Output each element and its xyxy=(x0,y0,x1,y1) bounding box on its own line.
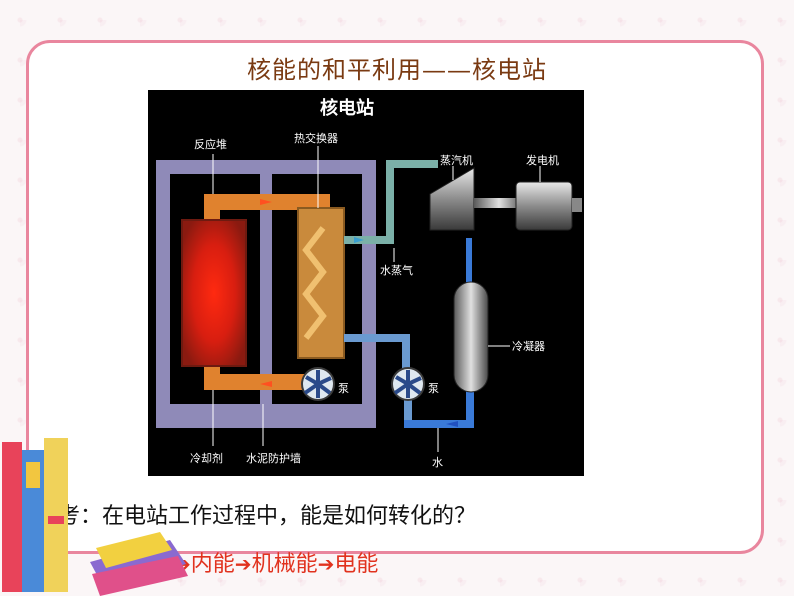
label-generator: 发电机 xyxy=(526,153,559,167)
nuclear-plant-diagram: 核电站 xyxy=(148,90,584,476)
arrow-right-icon: ➔ xyxy=(234,552,252,576)
label-pump-left: 泵 xyxy=(338,382,349,395)
heat-exchanger xyxy=(297,207,345,359)
steam-pipe xyxy=(344,160,438,244)
label-turbine: 蒸汽机 xyxy=(440,153,473,167)
energy-step-mechanical: 机械能 xyxy=(251,552,318,577)
label-pump-right: 泵 xyxy=(428,382,439,395)
question-text: 思考：在电站工作过程中，能是如何转化的？ xyxy=(36,504,477,529)
label-water: 水 xyxy=(432,456,443,469)
generator xyxy=(515,181,582,231)
reactor xyxy=(181,219,247,367)
label-reactor: 反应堆 xyxy=(194,137,227,151)
energy-step-internal: 内能 xyxy=(190,552,235,577)
label-heat-exchanger: 热交换器 xyxy=(294,131,338,145)
label-wall: 水泥防护墙 xyxy=(246,451,301,465)
flow-arrow-left xyxy=(260,381,272,387)
energy-step-electrical: 电能 xyxy=(334,552,379,577)
steam-turbine xyxy=(429,167,524,231)
leader-lines xyxy=(212,146,541,452)
label-coolant: 冷却剂 xyxy=(190,451,223,465)
label-steam: 水蒸气 xyxy=(380,263,413,277)
flow-arrow-right xyxy=(260,199,272,205)
label-condenser: 冷凝器 xyxy=(512,339,545,353)
slide-title: 核能的和平利用——核电站 xyxy=(247,56,547,84)
condenser xyxy=(453,281,489,393)
diagram-heading: 核电站 xyxy=(320,97,374,119)
pump-right-icon xyxy=(391,367,425,401)
pump-left-icon xyxy=(301,367,335,401)
books-decoration xyxy=(0,436,190,596)
arrow-right-icon: ➔ xyxy=(317,552,335,576)
